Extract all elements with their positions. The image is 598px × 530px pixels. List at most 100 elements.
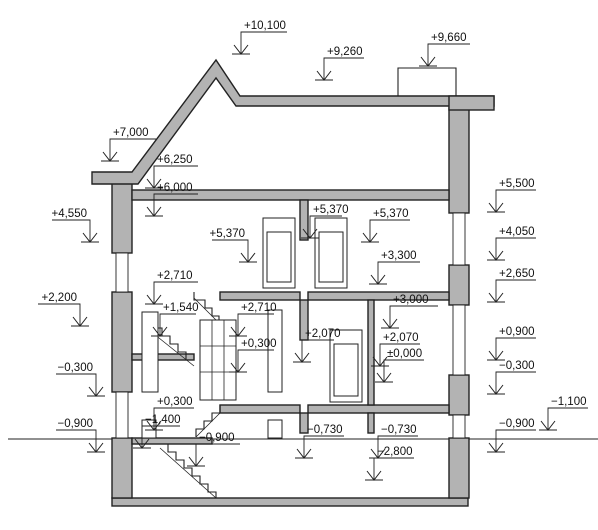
elevation-leader	[309, 215, 342, 238]
elevation-mark-landing-1400: −1,400	[133, 414, 181, 449]
elevation-leader	[377, 261, 420, 284]
elevation-label: −1,100	[551, 396, 587, 408]
left-window-lower	[115, 391, 129, 439]
elevation-mark-right-minus-0900: −0,900	[487, 418, 536, 453]
elevation-label: +5,370	[313, 204, 349, 216]
elevation-mark-stair-0300: +0,300	[229, 338, 277, 373]
elevation-label: −1,400	[145, 414, 181, 426]
partition-right	[367, 299, 375, 406]
elevation-leader	[38, 303, 81, 326]
right-window-lower	[452, 304, 466, 376]
elevation-leader	[195, 443, 240, 466]
elevation-leader	[383, 359, 424, 382]
elevation-leader	[373, 457, 414, 480]
elevation-mark-second-floor: +3,300	[369, 250, 420, 285]
elevation-mark-stair-2710: +2,710	[145, 270, 198, 305]
second-floor-slab-right	[307, 291, 450, 301]
elevation-label: +7,000	[113, 127, 149, 139]
basement-window-2	[267, 419, 283, 439]
right-wall-attic	[448, 107, 470, 214]
elevation-leader	[427, 43, 470, 66]
elevation-label: +2,200	[42, 292, 78, 304]
right-wall-basement	[448, 437, 470, 499]
elevation-leader	[495, 371, 536, 394]
stair-lower-a	[195, 405, 221, 437]
right-wall-low	[448, 374, 470, 416]
elevation-mark-roof-top: +9,260	[315, 46, 364, 81]
elevation-leader	[547, 407, 588, 430]
stair-string-b	[153, 333, 195, 367]
elevation-mark-left-2200: +2,200	[38, 292, 89, 327]
elevation-leader	[141, 425, 180, 448]
left-window-upper	[115, 252, 129, 293]
elevation-mark-door-top-left: +5,370	[210, 228, 257, 263]
elevation-label: +6,250	[157, 154, 193, 166]
elevation-leader	[389, 305, 438, 328]
elevation-mark-grade-right: −1,100	[539, 396, 588, 431]
elevation-mark-door-top-mid: +5,370	[301, 204, 349, 239]
right-window-upper	[452, 212, 466, 266]
elevation-mark-eave-left: +7,000	[101, 127, 156, 162]
elevation-label: +5,500	[499, 178, 535, 190]
elevation-leader	[379, 343, 420, 366]
elevation-label: +0,900	[499, 326, 535, 338]
elevation-mark-stair-0300-low: +0,300	[145, 396, 194, 431]
elevation-label: +4,050	[499, 226, 535, 238]
stair-string-c	[195, 412, 221, 438]
elevation-label: −0,900	[58, 418, 94, 430]
elevation-label: +6,000	[157, 182, 193, 194]
stair-upper-b	[154, 327, 194, 361]
elevation-leader	[212, 239, 249, 262]
elevation-mark-eave-inner: +6,250	[145, 154, 198, 189]
narrow-window	[267, 309, 283, 393]
elevation-mark-basement-floor: −2,800	[365, 446, 414, 481]
elevation-leader	[56, 373, 97, 396]
elevation-label: +5,370	[210, 228, 246, 240]
elevation-label: −2,800	[377, 446, 413, 458]
first-floor-slab-left	[219, 404, 301, 414]
elevation-leader	[237, 313, 274, 336]
elevation-mark-window-2710: +2,710	[229, 302, 277, 337]
elevation-mark-attic-floor: +6,000	[145, 182, 198, 217]
elevation-label: −0,900	[199, 432, 235, 444]
elevation-leader	[153, 281, 198, 304]
elevation-mark-chimney-top: +9,660	[419, 32, 470, 67]
roof	[91, 58, 495, 185]
elevation-leader	[301, 339, 334, 362]
elevation-label: +9,260	[327, 46, 363, 58]
elevation-mark-mid-minus-0900: −0,900	[187, 432, 240, 467]
elevation-leader	[303, 435, 344, 458]
left-wall-upper	[111, 182, 133, 254]
partition-right-low	[367, 412, 375, 434]
elevation-leader	[323, 57, 364, 80]
elevation-leader	[52, 219, 91, 242]
elevation-label: +0,300	[157, 396, 193, 408]
elevation-leader	[495, 429, 536, 452]
elevation-mark-left-minus-0300: −0,300	[56, 362, 105, 397]
elevation-label: +2,070	[305, 328, 341, 340]
chimney-outline	[397, 67, 457, 96]
elevation-label: +0,300	[241, 338, 277, 350]
elevation-leader	[377, 435, 418, 458]
elevation-label: −0,900	[499, 418, 535, 430]
elevation-label: +4,550	[52, 208, 88, 220]
elevation-leader	[109, 138, 156, 161]
stair-window	[199, 319, 237, 401]
elevation-label: −0,300	[58, 362, 94, 374]
elevation-mark-right-4050: +4,050	[487, 226, 536, 261]
elevation-label: −0,300	[499, 360, 535, 372]
elevation-label: +10,100	[244, 20, 286, 32]
elevation-leader	[495, 279, 536, 302]
elevation-mark-landing-1540: +1,540	[151, 302, 199, 337]
elevation-leader	[153, 165, 198, 188]
elevation-label: −0,730	[381, 424, 417, 436]
basement-landing	[131, 437, 213, 445]
left-interior-window	[141, 311, 159, 393]
elevation-label: +2,070	[383, 332, 419, 344]
elevation-mark-door-2070-right: +2,070	[371, 332, 420, 367]
right-wall-mid	[448, 264, 470, 306]
stair-landing	[131, 353, 195, 361]
elevation-label: +9,660	[431, 32, 467, 44]
elevation-mark-basement-0730-left: −0,730	[295, 424, 344, 459]
elevation-leader	[237, 349, 274, 372]
